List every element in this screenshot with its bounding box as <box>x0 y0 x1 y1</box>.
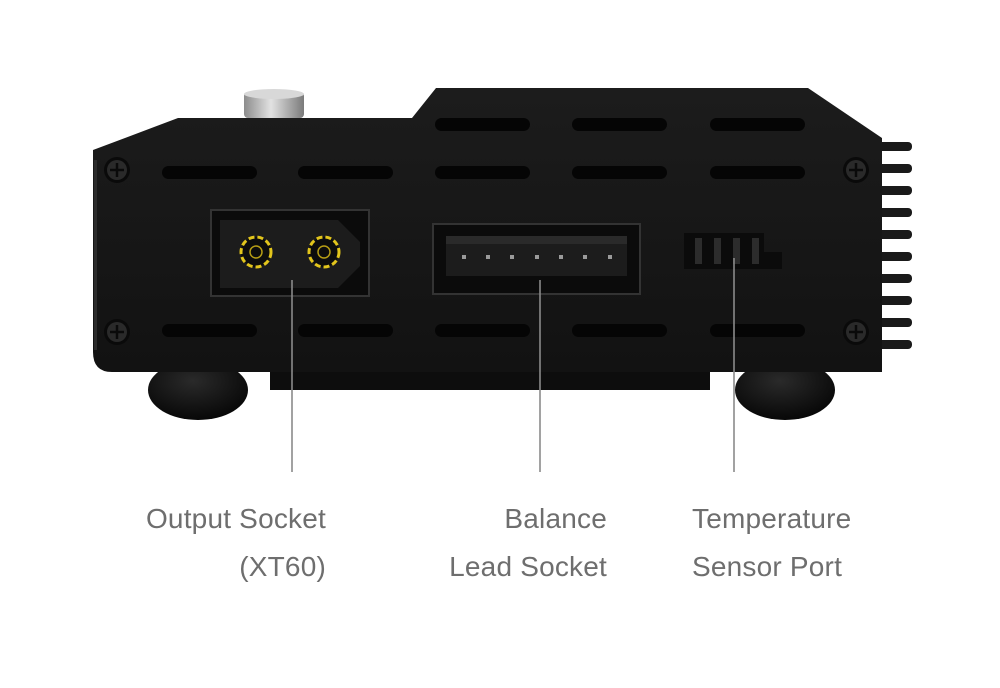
label-output-line1: Output Socket <box>145 503 326 534</box>
right-foot <box>735 360 835 420</box>
label-temperature-line1: Temperature <box>692 503 852 534</box>
label-balance-line1: Balance <box>504 503 607 534</box>
screw-icon <box>843 157 869 183</box>
screw-icon <box>104 319 130 345</box>
label-output-socket: Output Socket (XT60) <box>146 495 326 591</box>
temperature-sensor-port <box>684 233 782 269</box>
leader-lines <box>291 258 735 472</box>
screw-icon <box>104 157 130 183</box>
label-temperature-line2: Sensor Port <box>692 551 843 582</box>
xt60-output-socket <box>210 209 370 297</box>
left-foot <box>148 360 248 420</box>
side-ridges <box>94 160 97 350</box>
label-temperature-sensor-port: Temperature Sensor Port <box>692 495 851 591</box>
label-balance-line2: Lead Socket <box>449 551 607 582</box>
top-knob <box>244 89 304 118</box>
balance-lead-socket <box>432 223 641 295</box>
bottom-plate <box>270 372 710 390</box>
label-output-line2: (XT60) <box>239 551 326 582</box>
label-balance-lead-socket: Balance Lead Socket <box>424 495 607 591</box>
vent-slots <box>162 118 805 337</box>
screw-icon <box>843 319 869 345</box>
